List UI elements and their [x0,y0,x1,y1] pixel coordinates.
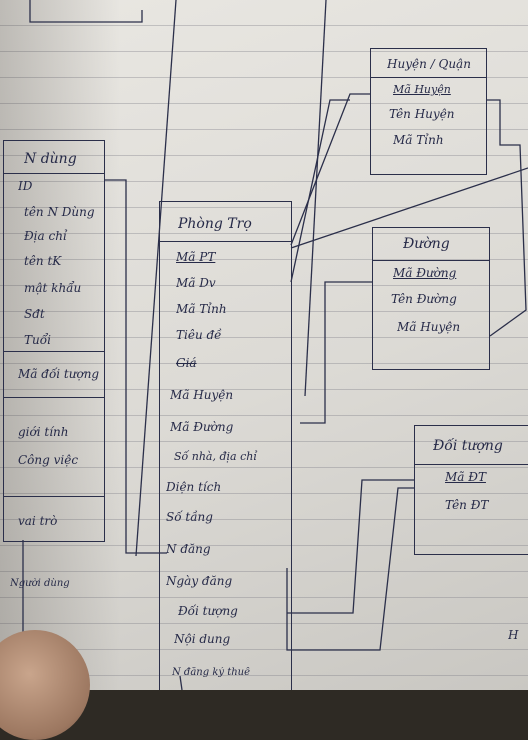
nguoi-dung-field: Sđt [24,307,45,321]
entity-doi-tuong-title: Đối tượng [433,438,503,454]
nguoi-dung-field: giới tính [18,425,69,439]
nguoi-dung-field: Công việc [18,453,79,467]
divider [4,496,104,497]
divider [4,351,104,352]
top-left-box [29,0,143,23]
divider [4,397,104,398]
divider [415,464,528,465]
entity-phong-tro-title: Phòng Trọ [178,216,252,232]
line-top-right-down [304,0,327,397]
entity-duong: Đường Mã Đường Tên Đường Mã Huyện [372,227,490,370]
page-corner-mark: H [508,628,519,642]
nguoi-dung-field: ID [18,179,33,193]
doi-tuong-field: Tên ĐT [445,498,489,512]
phong-tro-field: Giá [176,356,197,370]
entity-duong-title: Đường [403,236,450,252]
nguoi-dung-field: vai trò [18,514,58,528]
line-doituong-to-phongtro-2 [286,487,414,651]
entity-huyen-quan-title: Huyện / Quận [387,57,471,71]
phong-tro-pk: Mã PT [176,250,216,264]
line-phongtro-duong-diagonal [290,167,528,249]
entity-nguoi-dung-title: N dùng [24,151,77,167]
huyen-quan-field: Tên Huyện [389,107,455,121]
phong-tro-field: N đăng ký thuê [172,667,251,678]
phong-tro-field: Diện tích [166,480,222,494]
duong-pk: Mã Đường [393,266,457,280]
phong-tro-field: Mã Tỉnh [176,302,227,316]
nguoi-dung-field: tên N Dùng [24,205,95,219]
nguoi-dung-field: Địa chỉ [24,229,67,243]
huyen-quan-field: Mã Tỉnh [393,133,444,147]
divider [371,77,486,78]
phong-tro-field: Đối tượng [178,604,238,618]
nguoi-dung-field: mật khẩu [24,281,82,295]
phong-tro-field: Số tầng [166,510,213,524]
phong-tro-field: Ngày đăng [166,574,233,588]
divider [373,260,489,261]
phong-tro-field: Tiêu đề [176,328,222,342]
duong-field: Mã Huyện [397,320,461,334]
relationship-lines [22,0,528,690]
phong-tro-field: N đăng [166,542,211,556]
nguoi-dung-field: Mã đối tượng [18,367,100,381]
phong-tro-field: Số nhà, địa chỉ [174,450,257,463]
line-huyen-duong [486,99,527,337]
line-top-to-phong-tro [135,0,177,557]
divider [4,173,104,174]
nguoi-dung-field: tên tK [24,254,62,268]
nguoi-dung-field: Tuổi [24,333,51,347]
line-nguoidung-to-phongtro [104,179,167,554]
entity-doi-tuong: Đối tượng Mã ĐT Tên ĐT [414,425,528,555]
entity-huyen-quan: Huyện / Quận Mã Huyện Tên Huyện Mã Tỉnh [370,48,487,175]
phong-tro-field: Mã Huyện [170,388,234,402]
line-huyen-to-phongtro-1 [290,93,370,246]
divider [160,241,291,242]
doi-tuong-pk: Mã ĐT [445,470,486,484]
line-duong-to-phongtro [300,281,373,424]
page-shadow [0,0,120,690]
line-phongtro-bottom [179,675,183,690]
phong-tro-field: Mã Đường [170,420,234,434]
huyen-quan-pk: Mã Huyện [393,83,451,96]
line-doituong-to-phongtro [287,479,415,614]
notebook-page: N dùng ID tên N Dùng Địa chỉ tên tK mật … [0,0,528,690]
duong-field: Tên Đường [391,292,457,306]
phong-tro-field: Mã Dv [176,276,216,290]
nguoi-dung-footer: Người dùng [10,578,70,589]
entity-nguoi-dung: N dùng ID tên N Dùng Địa chỉ tên tK mật … [3,140,105,542]
line-huyen-to-phongtro-2 [290,99,350,283]
entity-phong-tro: Phòng Trọ Mã PT Mã Dv Mã Tỉnh Tiêu đề Gi… [159,201,292,690]
phong-tro-field: Nội dung [174,632,231,646]
